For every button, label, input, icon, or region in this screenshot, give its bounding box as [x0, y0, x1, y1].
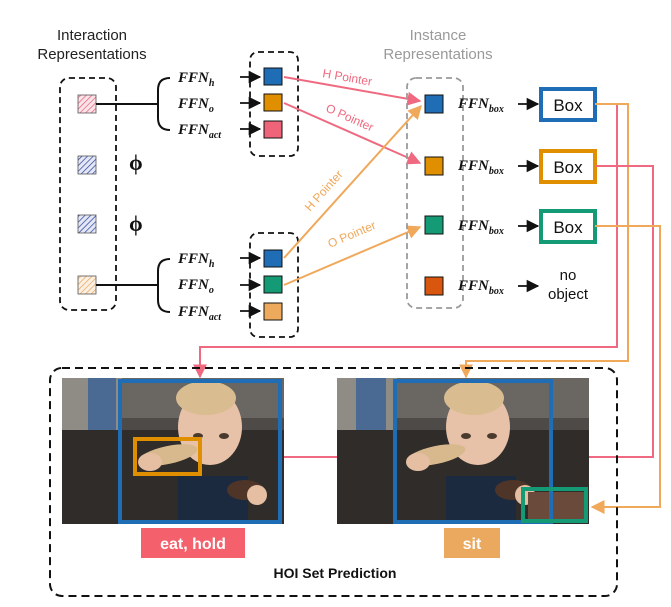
- left-photo: [62, 378, 284, 524]
- left-human-bbox: [118, 379, 282, 524]
- o-pointer-label-top: O Pointer: [324, 101, 376, 134]
- hoi-prediction-frame: [49, 367, 618, 597]
- instance-object-1: [424, 156, 444, 176]
- o-pointer-top-arrow: [283, 102, 422, 165]
- interaction-query-4: [77, 275, 97, 295]
- left-object-bbox: [133, 437, 202, 476]
- ffn-h-label-bottom: FFNh: [177, 251, 215, 270]
- phi-symbol-2: ϕ: [129, 211, 143, 236]
- phi-symbol-1: ϕ: [129, 150, 143, 175]
- right-prediction-badge: [444, 528, 500, 558]
- ffn-act-label-top: FFNact: [177, 122, 222, 141]
- top-action-output: [263, 120, 283, 139]
- route-object-orange: [590, 225, 661, 514]
- right-photo: [337, 378, 589, 524]
- box-output-object-orange-label: Box: [553, 158, 583, 177]
- instance-object-2: [424, 215, 444, 235]
- box-output-object-orange: [539, 149, 597, 184]
- interaction-query-3: [77, 214, 97, 234]
- h-pointer-label-bottom: H Pointer: [302, 167, 346, 214]
- bottom-ffn-branch: [96, 258, 171, 313]
- ffn-act-label-bottom: FFNact: [177, 304, 222, 323]
- ffn-h-label-top: FFNh: [177, 70, 215, 89]
- interaction-query-2: [77, 155, 97, 175]
- right-human-bbox: [393, 379, 553, 524]
- ffn-box-label-1: FFNbox: [457, 96, 504, 115]
- left-prediction-badge: [141, 528, 245, 558]
- ffn-box-label-4: FFNbox: [457, 278, 504, 297]
- top-output-group-border: [249, 51, 299, 157]
- no-object-label-line2: object: [548, 286, 589, 303]
- instance-header-line1: Instance: [410, 27, 467, 44]
- route-human-orange: [459, 103, 629, 379]
- o-pointer-bottom-arrow: [283, 225, 422, 286]
- h-pointer-top-arrow: [283, 76, 422, 106]
- right-prediction-text: sit: [463, 536, 482, 553]
- h-pointer-bottom-arrow: [283, 104, 422, 259]
- ffn-box-label-3: FFNbox: [457, 218, 504, 237]
- box-output-human-label: Box: [553, 96, 583, 115]
- right-object-bbox: [521, 487, 588, 523]
- box-output-object-green: [539, 209, 597, 244]
- interaction-query-1: [77, 94, 97, 114]
- ffn-o-label-top: FFNo: [177, 96, 214, 115]
- box-output-object-green-label: Box: [553, 218, 583, 237]
- bottom-object-output: [263, 275, 283, 294]
- instance-human-1: [424, 94, 444, 114]
- instance-object-3: [424, 276, 444, 296]
- no-object-label-line1: no: [560, 267, 577, 284]
- top-object-output: [263, 93, 283, 112]
- left-prediction-text: eat, hold: [160, 536, 226, 553]
- hoi-set-prediction-title: HOI Set Prediction: [274, 565, 397, 581]
- o-pointer-label-bottom: O Pointer: [326, 218, 378, 251]
- top-ffn-branch: [96, 77, 171, 131]
- top-human-output: [263, 67, 283, 86]
- interaction-header-line1: Interaction: [57, 27, 127, 44]
- bottom-human-output: [263, 249, 283, 268]
- ffn-o-label-bottom: FFNo: [177, 277, 214, 296]
- ffn-box-label-2: FFNbox: [457, 158, 504, 177]
- bottom-action-output: [263, 302, 283, 321]
- instance-header-line2: Representations: [383, 46, 492, 63]
- interaction-header-line2: Representations: [37, 46, 146, 63]
- bottom-output-group-border: [249, 232, 299, 338]
